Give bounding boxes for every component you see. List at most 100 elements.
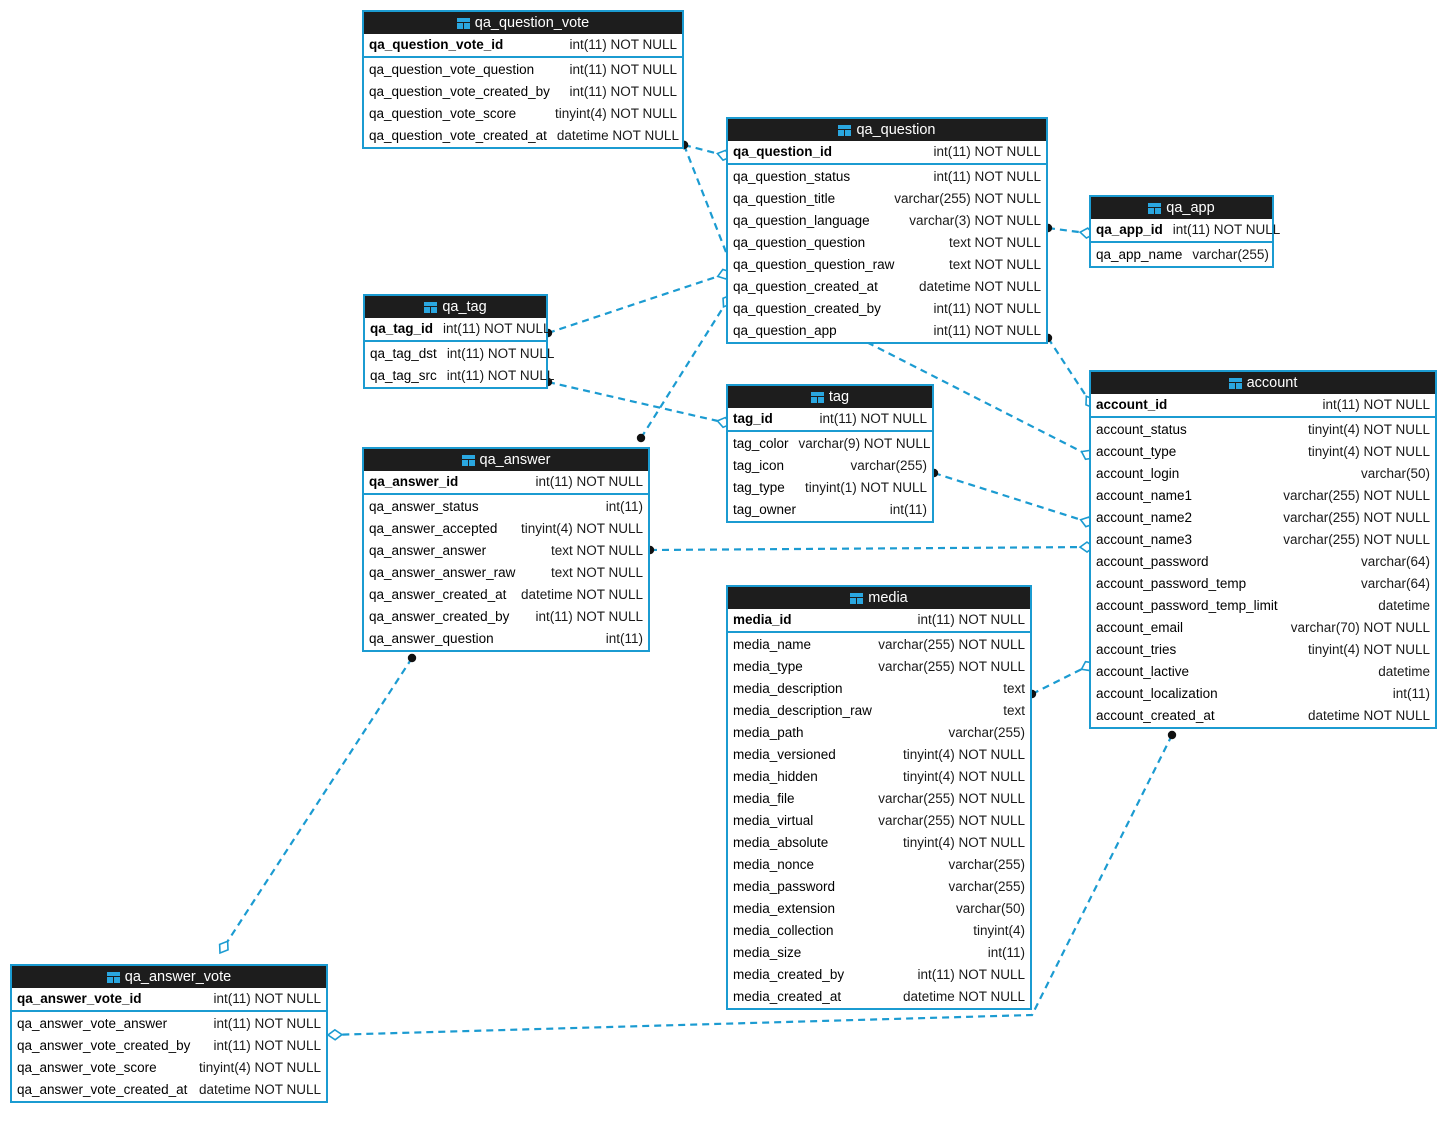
column-type: varchar(3) NOT NULL	[909, 213, 1041, 228]
column-name: media_extension	[733, 901, 836, 916]
column-type: tinyint(4) NOT NULL	[1307, 444, 1430, 459]
column-type: datetime NOT NULL	[556, 128, 679, 143]
column-name: media_hidden	[733, 769, 818, 784]
column-type: int(11)	[605, 499, 643, 514]
column-type: varchar(70) NOT NULL	[1290, 620, 1430, 635]
relationship-rel-media-acct	[1027, 660, 1096, 699]
entity-table-header[interactable]: account	[1091, 372, 1435, 394]
entity-table-title: media	[868, 590, 908, 606]
entity-table-header[interactable]: qa_answer_vote	[12, 966, 326, 988]
column-name: qa_answer_question	[369, 631, 494, 646]
entity-table-header[interactable]: tag	[728, 386, 932, 408]
column-name: qa_app_id	[1096, 222, 1163, 237]
column-type: tinyint(4) NOT NULL	[554, 106, 677, 121]
column-type: varchar(255) NOT NULL	[1283, 532, 1430, 547]
entity-table-header[interactable]: qa_question	[728, 119, 1046, 141]
table-icon	[850, 592, 864, 604]
table-icon	[810, 391, 824, 403]
column-type: varchar(64)	[1360, 576, 1430, 591]
column-name: tag_owner	[733, 502, 797, 517]
column-type: int(11) NOT NULL	[933, 169, 1041, 184]
table-icon	[1228, 377, 1242, 389]
column-name: media_virtual	[733, 813, 814, 828]
column-name: media_collection	[733, 923, 834, 938]
column-type: int(11) NOT NULL	[569, 84, 677, 99]
column-type: varchar(255)	[948, 857, 1025, 872]
column-name: qa_answer_vote_score	[17, 1060, 157, 1075]
column-name: qa_question_question_raw	[733, 257, 895, 272]
column-type: int(11) NOT NULL	[933, 301, 1041, 316]
entity-table-header[interactable]: media	[728, 587, 1030, 609]
entity-table-header[interactable]: qa_tag	[365, 296, 546, 318]
column-name: account_name3	[1096, 532, 1193, 547]
column-name: media_created_at	[733, 989, 842, 1004]
column-name: account_lactive	[1096, 664, 1190, 679]
column-name: media_password	[733, 879, 836, 894]
column-name: qa_question_vote_created_at	[369, 128, 547, 143]
column-type: tinyint(4) NOT NULL	[198, 1060, 321, 1075]
column-type: text NOT NULL	[550, 565, 643, 580]
column-name: qa_answer_answer_raw	[369, 565, 516, 580]
column-name: account_password_temp_limit	[1096, 598, 1278, 613]
entity-table-header[interactable]: qa_answer	[364, 449, 648, 471]
column-name: qa_question_app	[733, 323, 837, 338]
column-type: int(11) NOT NULL	[446, 368, 555, 383]
column-type: text NOT NULL	[948, 235, 1041, 250]
column-row: qa_answer_answer_raw text NOT NULL	[364, 562, 648, 584]
column-type: datetime NOT NULL	[1307, 708, 1430, 723]
column-type: varchar(50)	[1360, 466, 1430, 481]
column-name: account_name1	[1096, 488, 1193, 503]
column-type: datetime NOT NULL	[520, 587, 643, 602]
column-name: account_email	[1096, 620, 1184, 635]
relationship-rel-tag-acct	[929, 468, 1096, 528]
column-name: qa_question_title	[733, 191, 836, 206]
column-type: tinyint(1) NOT NULL	[804, 480, 927, 495]
column-type: tinyint(4)	[973, 923, 1025, 938]
column-type: int(11) NOT NULL	[917, 612, 1025, 627]
column-type: varchar(255)	[948, 879, 1025, 894]
entity-table-header[interactable]: qa_app	[1091, 197, 1272, 219]
relationship-rel-qq-qapp	[1043, 223, 1096, 240]
column-type: varchar(255) NOT NULL	[878, 637, 1025, 652]
column-type: int(11) NOT NULL	[917, 967, 1025, 982]
column-name: qa_tag_dst	[370, 346, 437, 361]
relationship-rel-qa-qav	[218, 653, 417, 955]
entity-table-header[interactable]: qa_question_vote	[364, 12, 682, 34]
column-type: tinyint(4) NOT NULL	[902, 835, 1025, 850]
